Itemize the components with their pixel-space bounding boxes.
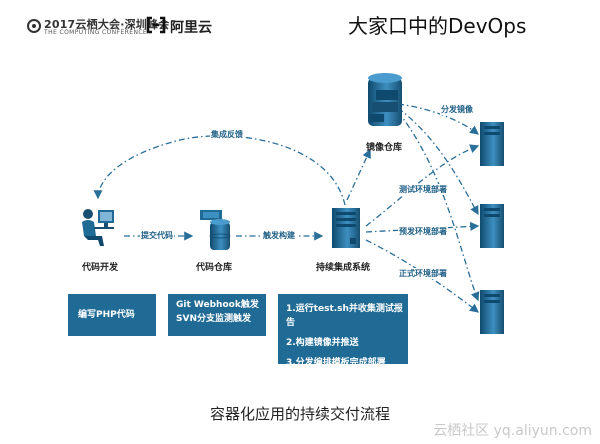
edge-distribute-3 (397, 111, 480, 302)
slide-caption: 容器化应用的持续交付流程 (209, 405, 390, 423)
conference-logo-icon (27, 19, 41, 33)
slide-title: 大家口中的DevOps (348, 14, 527, 38)
image-registry-icon (368, 73, 402, 126)
edge-label-pre-env: 预发环境部署 (398, 226, 448, 237)
developer-icon (82, 209, 114, 246)
ci-note-line: 1.运行test.sh并收集测试报告 (286, 304, 403, 328)
node-label-repo: 代码仓库 (196, 263, 233, 273)
edge-label-prod-env: 正式环境部署 (398, 268, 448, 279)
repo-note-line: Git Webhook触发 (176, 300, 259, 310)
dev-note-box: 编写PHP代码 (68, 294, 156, 336)
edge-feedback (93, 135, 346, 206)
conference-title: 2017云栖大会·深圳峰会 (44, 18, 170, 31)
node-label-dev: 代码开发 (82, 263, 119, 273)
edge-ci-to-registry (346, 148, 371, 201)
edge-test-env (365, 144, 480, 227)
edge-label-trigger: 触发构建 (262, 230, 296, 241)
watermark: 云栖社区 yq.aliyun.com (433, 423, 592, 439)
ci-server-icon (332, 208, 360, 248)
edge-distribute-1 (397, 103, 480, 135)
edge-label-test-env: 测试环境部署 (398, 184, 448, 195)
prod-env-server-icon (480, 290, 504, 334)
dev-note-line: 编写PHP代码 (78, 310, 135, 320)
ci-note-line: 2.构建镜像并推送 (286, 338, 359, 348)
aliyun-logo-icon (146, 16, 166, 34)
node-label-ci: 持续集成系统 (316, 263, 371, 273)
repo-note-box: Git Webhook触发 SVN分支监测触发 (168, 294, 266, 336)
ci-note-line: 3.分发编排模板完成部署 (286, 358, 386, 368)
ci-note-box: 1.运行test.sh并收集测试报告 2.构建镜像并推送 3.分发编排模板完成部… (278, 294, 408, 368)
conference-subtitle: THE COMPUTING CONFERENCE (44, 29, 148, 36)
edge-label-distribute: 分发镜像 (440, 104, 474, 115)
pre-env-server-icon (480, 204, 504, 248)
repo-note-line: SVN分支监测触发 (176, 314, 251, 324)
edge-label-commit: 提交代码 (140, 230, 174, 241)
edge-distribute-2 (397, 107, 479, 216)
brand-name: 阿里云 (170, 20, 212, 36)
code-repository-icon (200, 210, 231, 250)
edge-label-feedback: 集成反馈 (210, 129, 244, 140)
test-env-server-icon (480, 122, 504, 166)
node-label-registry: 镜像仓库 (366, 143, 403, 153)
